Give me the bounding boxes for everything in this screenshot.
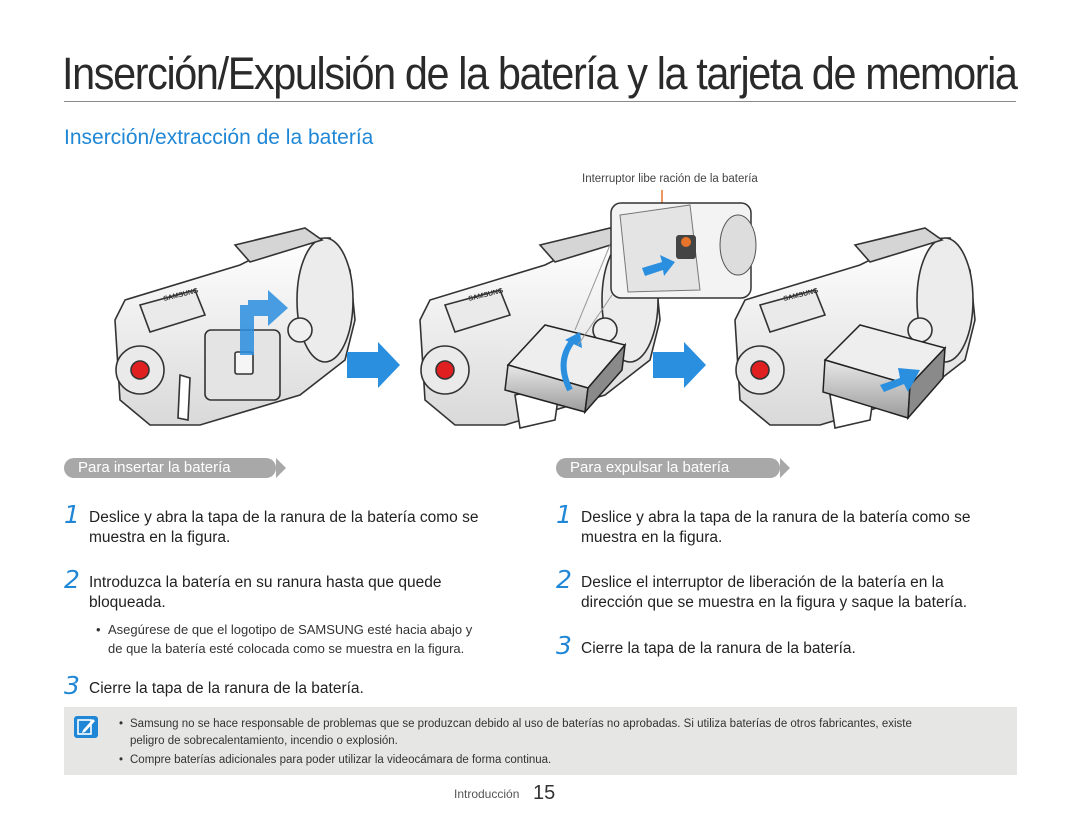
note-box (64, 707, 1017, 775)
insert-heading: Para insertar la batería (64, 458, 286, 478)
pull-out-arrow (880, 368, 920, 392)
insert-step-3: 3 Cierre la tapa de la ranura de la bate… (64, 671, 364, 700)
note-item-1: • Samsung no se hace responsable de prob… (119, 718, 912, 747)
figure-caption: Interruptor libe ración de la batería (582, 173, 758, 185)
title-divider (64, 101, 1016, 102)
insert-step-2: 2 Introduzca la batería en su ranura has… (64, 565, 442, 611)
memo-pencil-icon (74, 716, 98, 738)
page-number: 15 (533, 782, 556, 804)
eject-step-1: 1 Deslice y abra la tapa de la ranura de… (556, 500, 971, 546)
eject-step-3: 3 Cierre la tapa de la ranura de la bate… (556, 631, 856, 660)
insert-bullet: • Asegúrese de que el logotipo de SAMSUN… (96, 622, 473, 656)
eject-heading: Para expulsar la batería (556, 458, 790, 478)
release-switch-callout (574, 190, 757, 346)
eject-step-2: 2 Deslice el interruptor de liberación d… (556, 565, 968, 611)
page-title: Inserción/Expulsión de la batería y la t… (62, 48, 1018, 99)
camcorder-1 (114, 227, 356, 426)
footer-section: Introducción (454, 787, 520, 801)
section-heading: Inserción/extracción de la batería (64, 126, 374, 149)
slide-open-arrow (240, 290, 288, 355)
battery-illustration: SAMSUNG SAMSUNG (114, 190, 976, 429)
insert-step-1: 1 Deslice y abra la tapa de la ranura de… (64, 500, 479, 546)
note-item-2: • Compre baterías adicionales para poder… (119, 754, 552, 766)
step-arrow-2 (653, 342, 706, 388)
step-arrow-1 (347, 342, 400, 388)
